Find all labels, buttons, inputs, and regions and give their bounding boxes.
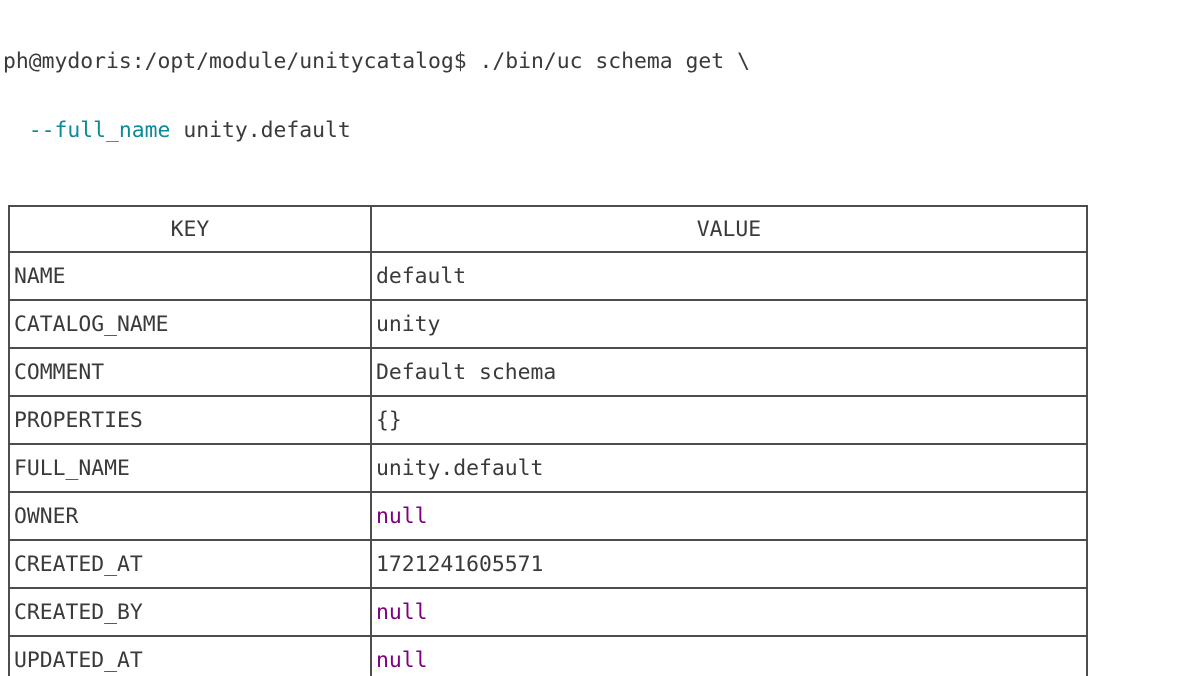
- key-cell: COMMENT: [8, 347, 372, 397]
- table-row: COMMENT Default schema: [8, 347, 1088, 397]
- key-cell: OWNER: [8, 491, 372, 541]
- schema-result-table: KEY VALUE NAME default CATALOG_NAME unit…: [8, 205, 1088, 676]
- key-cell: NAME: [8, 251, 372, 301]
- table-row: CREATED_AT 1721241605571: [8, 539, 1088, 589]
- flag-argument: unity.default: [170, 118, 351, 143]
- value-cell: null: [370, 491, 1088, 541]
- table-row: CATALOG_NAME unity: [8, 299, 1088, 349]
- table-header-value: VALUE: [370, 205, 1088, 253]
- table-row: PROPERTIES {}: [8, 395, 1088, 445]
- table-row: FULL_NAME unity.default: [8, 443, 1088, 493]
- command-text: ./bin/uc schema get \: [479, 49, 750, 74]
- value-cell: {}: [370, 395, 1088, 445]
- command-line-2: --full_name unity.default: [3, 119, 1197, 142]
- command-indent: [3, 118, 29, 143]
- value-cell: unity.default: [370, 443, 1088, 493]
- table-row: NAME default: [8, 251, 1088, 301]
- key-cell: UPDATED_AT: [8, 635, 372, 676]
- table-row: OWNER null: [8, 491, 1088, 541]
- value-cell: null: [370, 587, 1088, 637]
- value-cell: 1721241605571: [370, 539, 1088, 589]
- key-cell: CREATED_AT: [8, 539, 372, 589]
- value-cell: Default schema: [370, 347, 1088, 397]
- value-cell: default: [370, 251, 1088, 301]
- value-cell: unity: [370, 299, 1088, 349]
- table-row: UPDATED_AT null: [8, 635, 1088, 676]
- flag-text: --full_name: [28, 118, 171, 143]
- shell-prompt: ph@mydoris:/opt/module/unitycatalog$: [3, 49, 480, 74]
- key-cell: PROPERTIES: [8, 395, 372, 445]
- value-cell: null: [370, 635, 1088, 676]
- table-row: CREATED_BY null: [8, 587, 1088, 637]
- table-header-key: KEY: [8, 205, 372, 253]
- table-header-row: KEY VALUE: [8, 205, 1088, 253]
- command-line-1: ph@mydoris:/opt/module/unitycatalog$ ./b…: [3, 50, 1197, 73]
- key-cell: CREATED_BY: [8, 587, 372, 637]
- key-cell: CATALOG_NAME: [8, 299, 372, 349]
- command-block: ph@mydoris:/opt/module/unitycatalog$ ./b…: [0, 0, 1197, 188]
- key-cell: FULL_NAME: [8, 443, 372, 493]
